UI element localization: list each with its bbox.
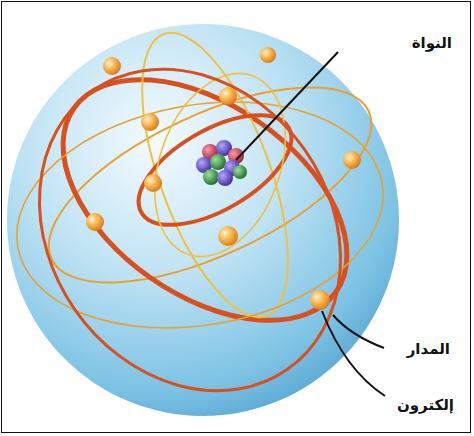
orbits — [0, 10, 402, 436]
electron-label: إلكترون — [397, 396, 454, 414]
leader-lines — [236, 52, 385, 396]
nucleus-label: النواة — [412, 34, 452, 52]
electrons — [86, 47, 361, 310]
orbit-label: المدار — [407, 340, 450, 358]
atom-sphere — [7, 24, 399, 416]
nucleus — [196, 140, 247, 186]
